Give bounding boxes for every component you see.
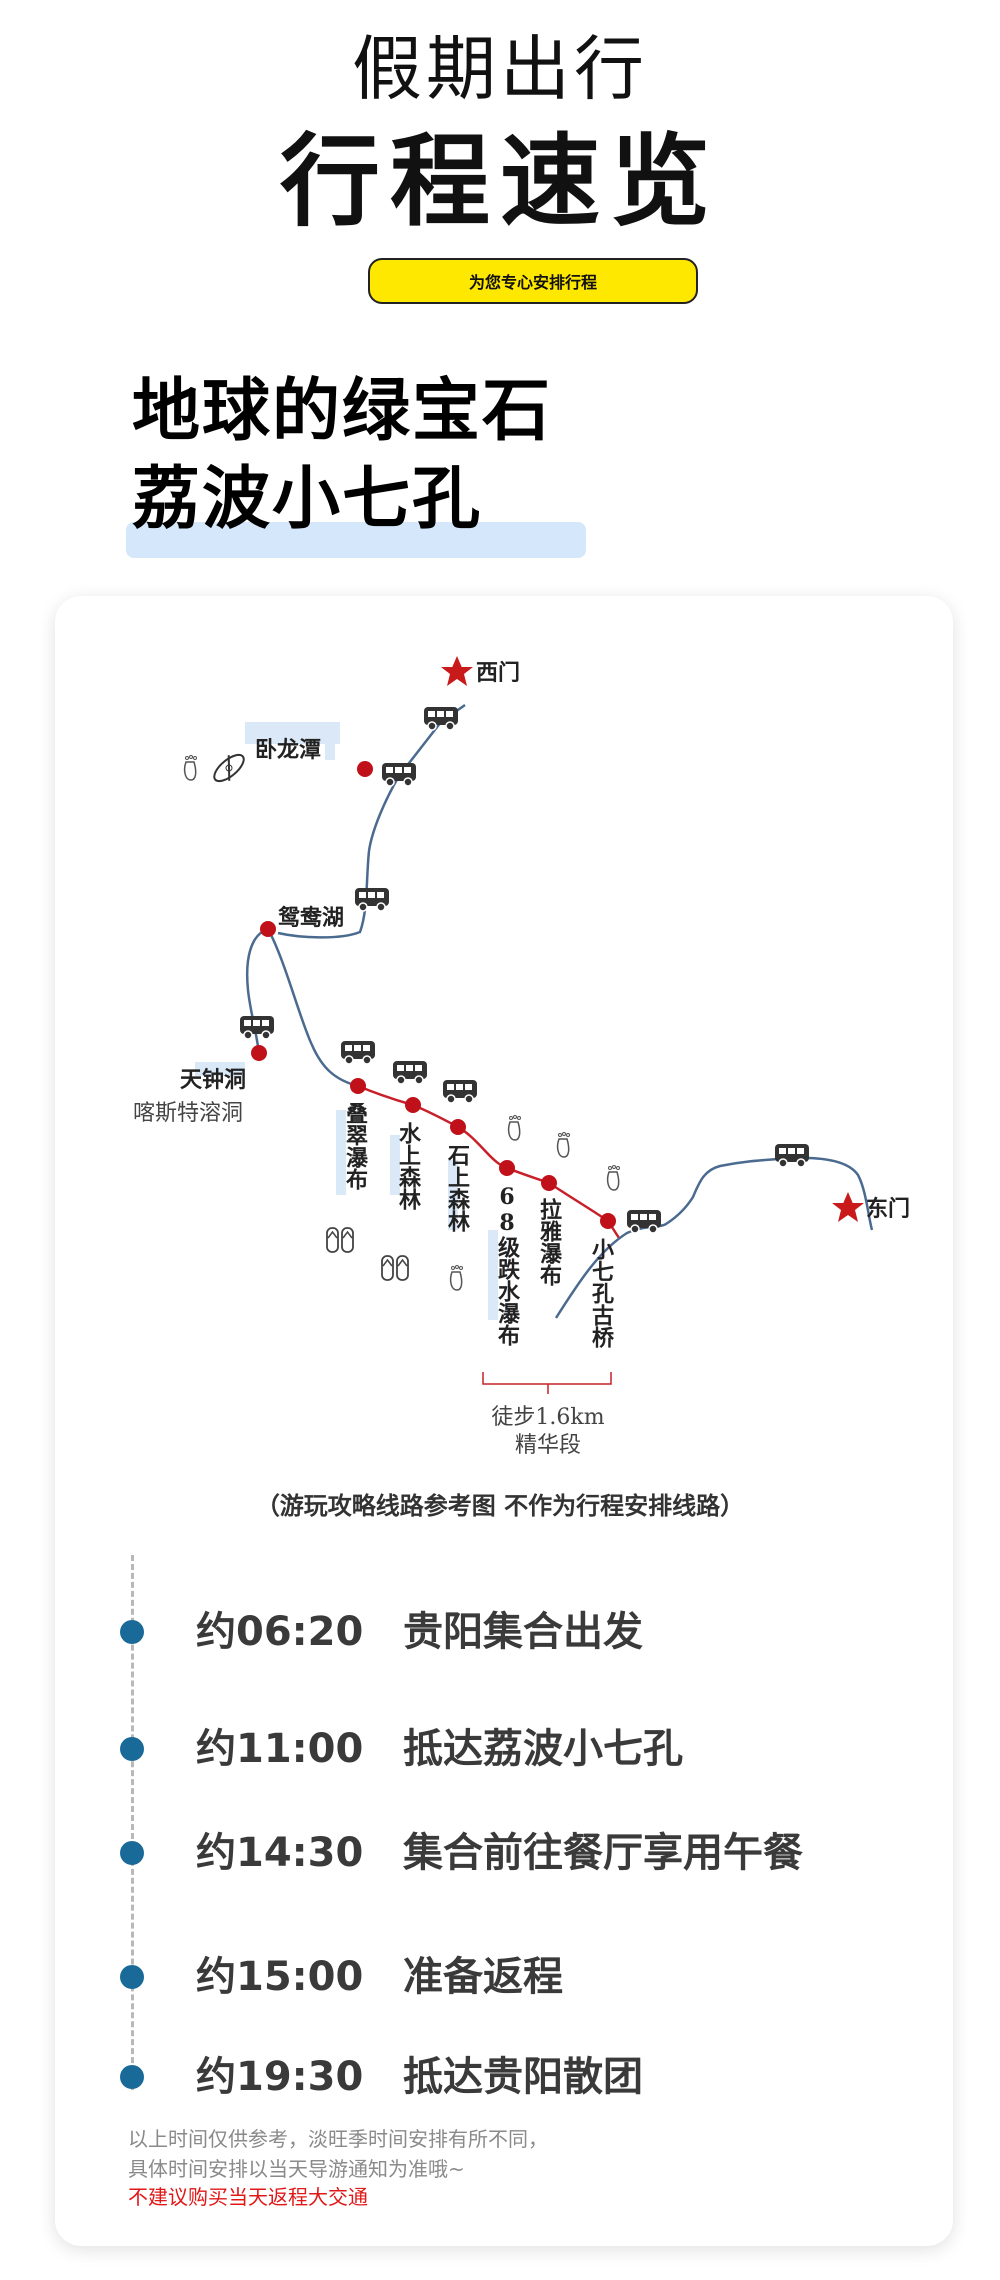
footprint-icon bbox=[183, 754, 198, 781]
bus-icon bbox=[354, 887, 390, 912]
timeline-dot bbox=[120, 1620, 144, 1644]
bus-icon bbox=[774, 1143, 810, 1168]
spot-dot-shuishang bbox=[405, 1097, 421, 1113]
spot-dot-laya bbox=[541, 1175, 557, 1191]
spot-label-diecui: 叠翠瀑布 bbox=[342, 1102, 368, 1190]
footprint-icon bbox=[449, 1264, 464, 1291]
spot-dot-shishang bbox=[450, 1119, 466, 1135]
schedule-activity: 准备返程 bbox=[403, 1954, 563, 2000]
water-highlights bbox=[195, 722, 498, 1320]
spot-dot-68ji bbox=[499, 1160, 515, 1176]
west-gate-star-icon bbox=[441, 656, 473, 686]
spot-dot-xiaoqikong bbox=[600, 1213, 616, 1229]
note-line-1: 以上时间仅供参考，淡旺季时间安排有所不同， bbox=[128, 2127, 548, 2151]
schedule-activity: 抵达荔波小七孔 bbox=[403, 1726, 683, 1772]
note-line-2: 具体时间安排以当天导游通知为准哦~ bbox=[128, 2157, 465, 2181]
schedule-activity: 贵阳集合出发 bbox=[403, 1609, 643, 1655]
bus-icon bbox=[381, 762, 417, 787]
sandals-icon bbox=[326, 1227, 354, 1253]
schedule-activity: 抵达贵阳散团 bbox=[403, 2054, 643, 2100]
spot-dot-diecui bbox=[350, 1078, 366, 1094]
spot-label-xiaoqikong: 小七孔古桥 bbox=[588, 1238, 614, 1348]
timeline-dot bbox=[120, 1965, 144, 1989]
hike-bracket bbox=[482, 1372, 612, 1394]
footprint-icon bbox=[556, 1131, 571, 1158]
spot-label-shishang: 石上森林 bbox=[444, 1144, 470, 1232]
bus-icon bbox=[340, 1040, 376, 1065]
timeline-dot bbox=[120, 2065, 144, 2089]
heading-line-1: 地球的绿宝石 bbox=[132, 372, 553, 451]
schedule-time: 约15:00 bbox=[196, 1954, 364, 2000]
timeline-line bbox=[131, 1555, 134, 2090]
hike-section-label: 精华段 bbox=[515, 1433, 581, 1458]
heading-line-2: 荔波小七孔 bbox=[132, 460, 483, 539]
spot-label-68ji: 68级跌水瀑布 bbox=[494, 1184, 520, 1346]
bus-icon bbox=[423, 706, 459, 731]
spot-sub-tianzhongdong: 喀斯特溶洞 bbox=[133, 1101, 243, 1126]
warning-note: 不建议购买当天返程大交通 bbox=[128, 2185, 368, 2209]
spot-label-tianzhongdong: 天钟洞 bbox=[180, 1067, 246, 1093]
bus-icon bbox=[442, 1079, 478, 1104]
map-caption: （游玩攻略线路参考图 不作为行程安排线路） bbox=[255, 1492, 745, 1520]
sandals-icon bbox=[381, 1255, 409, 1281]
spot-dot-wolongtan bbox=[357, 761, 373, 777]
spot-label-shuishang: 水上森林 bbox=[395, 1122, 421, 1210]
tagline-badge: 为您专心安排行程 bbox=[368, 258, 698, 304]
bus-route-middle bbox=[266, 928, 359, 1088]
timeline-dot bbox=[120, 1841, 144, 1865]
footprint-icon bbox=[507, 1114, 522, 1141]
east-gate-star-icon bbox=[832, 1192, 864, 1222]
route-map: 西门 东门 卧龙潭 鸳鸯湖 天钟洞 喀斯特溶洞 徒步1.6km 精华段 bbox=[133, 656, 910, 1458]
spot-label-wolongtan: 卧龙潭 bbox=[255, 737, 321, 763]
bus-route-east bbox=[554, 1156, 874, 1319]
spot-label-yuanyanghu: 鸳鸯湖 bbox=[278, 905, 344, 931]
timeline-dot bbox=[120, 1737, 144, 1761]
itinerary-card bbox=[55, 596, 953, 2246]
schedule-time: 约19:30 bbox=[196, 2054, 364, 2100]
schedule-activity: 集合前往餐厅享用午餐 bbox=[403, 1830, 803, 1876]
title-big: 行程速览 bbox=[280, 123, 720, 240]
west-gate-label: 西门 bbox=[476, 660, 520, 686]
spot-label-laya: 拉雅瀑布 bbox=[536, 1198, 562, 1286]
heading-highlight bbox=[126, 522, 586, 558]
hike-distance-label: 徒步1.6km bbox=[491, 1405, 604, 1430]
bus-icon bbox=[626, 1209, 662, 1234]
spot-dot-yuanyanghu bbox=[260, 921, 276, 937]
kayak-icon bbox=[213, 753, 245, 783]
schedule-time: 约06:20 bbox=[196, 1609, 364, 1655]
schedule-time: 约14:30 bbox=[196, 1830, 364, 1876]
title-small: 假期出行 bbox=[352, 28, 648, 110]
footprint-icon bbox=[606, 1164, 621, 1191]
spot-dot-tianzhongdong bbox=[251, 1045, 267, 1061]
bus-route-north bbox=[277, 703, 466, 939]
east-gate-label: 东门 bbox=[866, 1196, 910, 1222]
bus-icon bbox=[392, 1060, 428, 1085]
schedule-time: 约11:00 bbox=[196, 1726, 364, 1772]
